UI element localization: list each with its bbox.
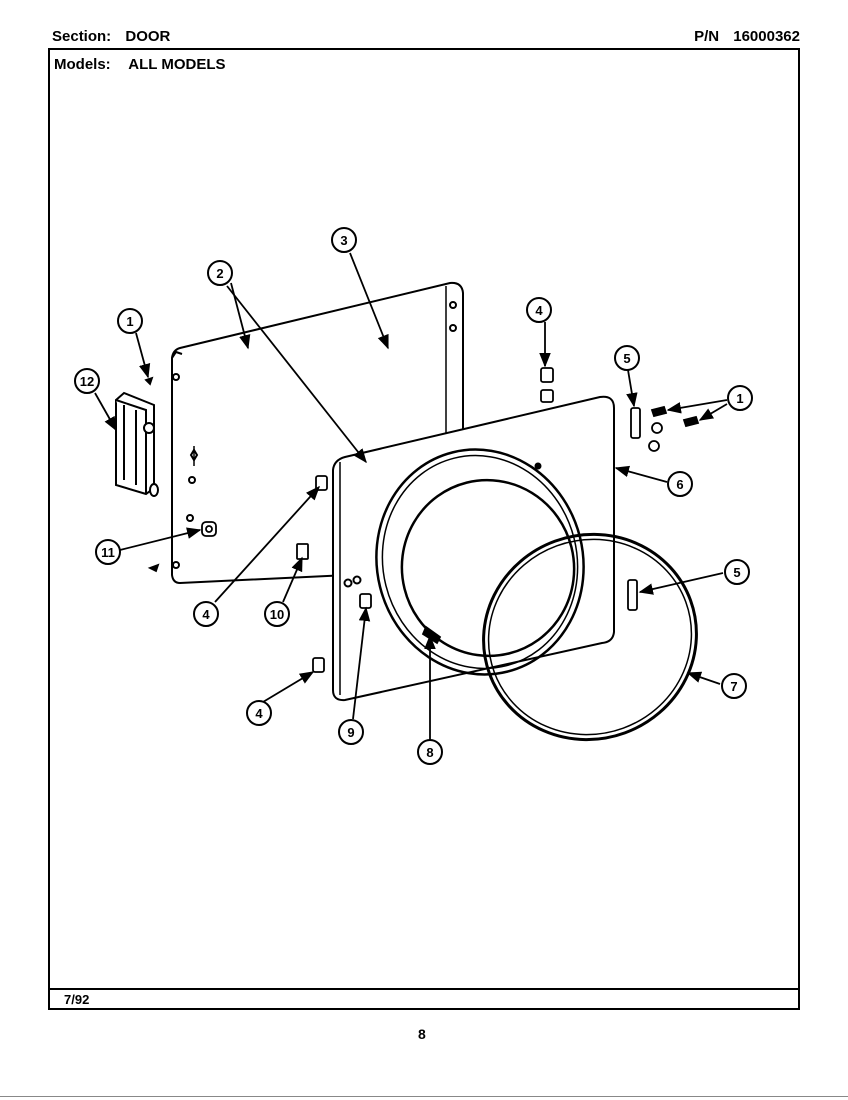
callout-6: 6: [667, 471, 693, 497]
models-label: Models:: [54, 56, 111, 73]
footer-divider: [50, 988, 798, 990]
callout-5b: 5: [724, 559, 750, 585]
part-number-heading: P/N 16000362: [694, 28, 800, 45]
svg-text:12: 12: [80, 374, 94, 389]
part-number-value: 16000362: [733, 28, 800, 45]
callout-7: 7: [721, 673, 747, 699]
page-number: 8: [418, 1026, 426, 1042]
svg-text:9: 9: [347, 725, 354, 740]
revision-date: 7/92: [64, 992, 90, 1007]
models-heading: Models: ALL MODELS: [54, 56, 226, 73]
svg-text:11: 11: [101, 545, 115, 560]
callout-10: 10: [264, 601, 290, 627]
svg-text:3: 3: [340, 233, 347, 248]
diagram-frame: Models: ALL MODELS 7/92: [48, 48, 800, 1010]
svg-text:1: 1: [126, 314, 133, 329]
models-value: ALL MODELS: [128, 56, 226, 73]
callout-5a: 5: [614, 345, 640, 371]
callout-8: 8: [417, 739, 443, 765]
door-gasket: [482, 532, 698, 742]
svg-text:7: 7: [730, 679, 737, 694]
svg-text:1: 1: [736, 391, 743, 406]
section-heading: Section: DOOR: [52, 28, 170, 45]
callout-3: 3: [331, 227, 357, 253]
callout-9: 9: [338, 719, 364, 745]
callout-11: 11: [95, 539, 121, 565]
door-handle: [115, 391, 159, 497]
callout-4c: 4: [246, 700, 272, 726]
section-label: Section:: [52, 28, 112, 45]
outer-door-panel: [332, 395, 615, 702]
callout-1b: 1: [727, 385, 753, 411]
callout-markers: 1 1 2 3 4 4 4 5 5 6 7 8 9 10 11 12: [74, 227, 753, 765]
svg-text:6: 6: [676, 477, 683, 492]
svg-text:2: 2: [216, 266, 223, 281]
page-bottom-rule: [0, 1096, 848, 1097]
callout-2: 2: [207, 260, 233, 286]
svg-text:5: 5: [733, 565, 740, 580]
svg-text:5: 5: [623, 351, 630, 366]
callout-4b: 4: [193, 601, 219, 627]
callout-4a: 4: [526, 297, 552, 323]
svg-text:4: 4: [202, 607, 210, 622]
svg-text:8: 8: [426, 745, 433, 760]
svg-text:10: 10: [270, 607, 284, 622]
part-number-label: P/N: [694, 28, 720, 45]
leader-lines: [94, 252, 728, 740]
svg-text:4: 4: [255, 706, 263, 721]
callout-1a: 1: [117, 308, 143, 334]
svg-text:4: 4: [535, 303, 543, 318]
callout-12: 12: [74, 368, 100, 394]
section-value: DOOR: [125, 28, 171, 45]
